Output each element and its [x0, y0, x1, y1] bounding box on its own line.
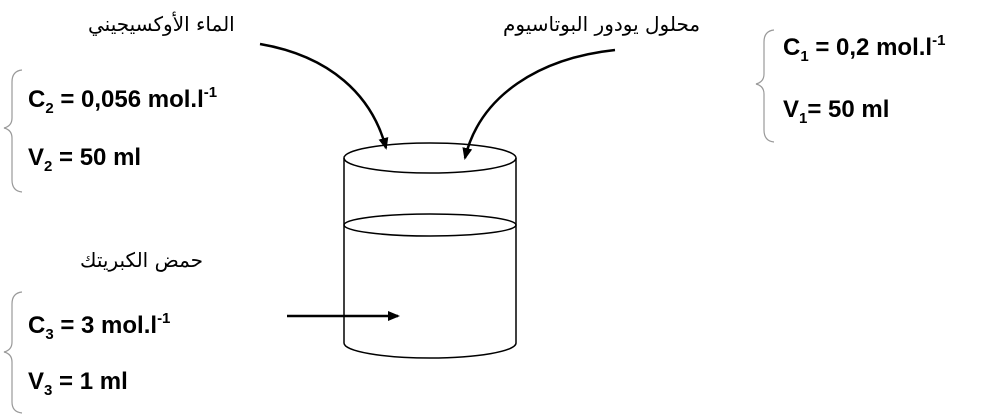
arrow-oxygen-water — [259, 42, 389, 150]
brace-2 — [3, 69, 23, 193]
beaker-rim — [343, 142, 517, 174]
label-oxygen-water: الماء الأوكسيجيني — [88, 12, 235, 36]
beaker — [343, 142, 517, 359]
value-c1: C1 = 0,2 mol.l-1 — [783, 32, 946, 65]
arrow-potassium-iodide — [462, 48, 616, 160]
value-c3: C3 = 3 mol.l-1 — [28, 310, 171, 343]
brace-1 — [755, 29, 775, 143]
liquid-surface — [343, 213, 517, 237]
value-c2: C2 = 0,056 mol.l-1 — [28, 84, 218, 117]
brace-3 — [3, 291, 23, 414]
value-v2: V2 = 50 ml — [28, 144, 142, 175]
label-potassium-iodide: محلول يودور البوتاسيوم — [503, 12, 701, 36]
label-sulfuric-acid: حمض الكبريتك — [80, 248, 204, 272]
value-v3: V3 = 1 ml — [28, 368, 128, 399]
value-v1: V1= 50 ml — [783, 96, 890, 127]
